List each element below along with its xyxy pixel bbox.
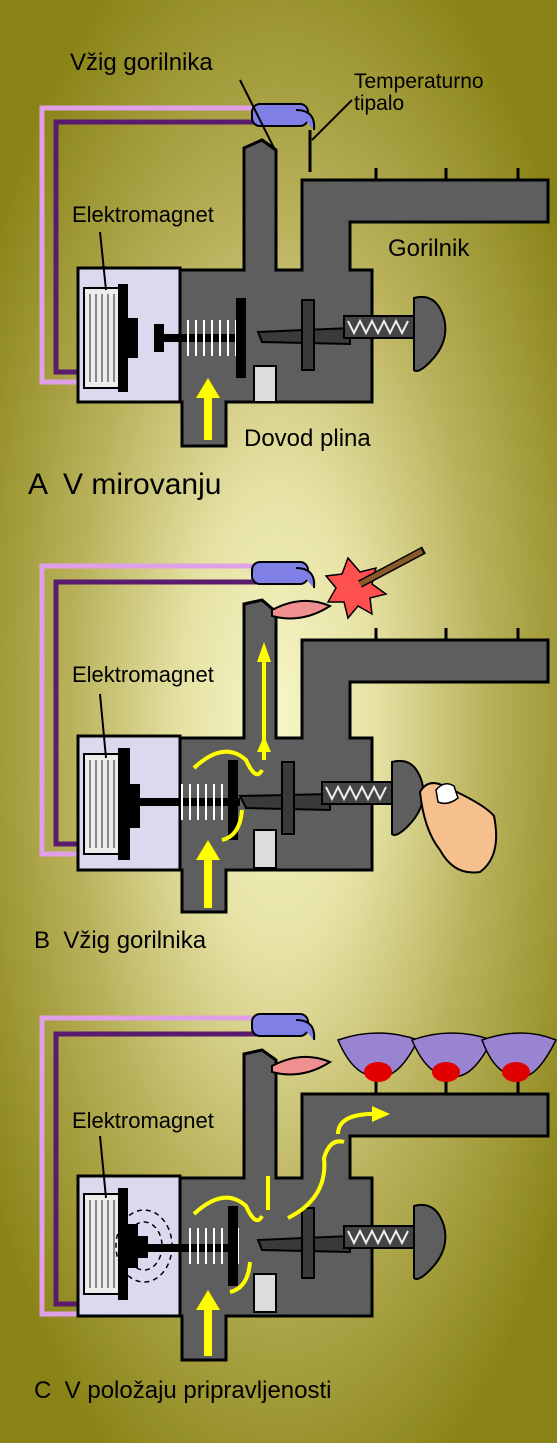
- valve-body: [178, 598, 550, 914]
- gas-arrow: [196, 378, 220, 440]
- gas-arrow: [196, 1290, 220, 1356]
- spring: [187, 319, 237, 357]
- valve-body: [178, 138, 550, 448]
- thermocouple: [251, 1013, 316, 1041]
- electromagnet-label: Elektromagnet: [72, 1108, 214, 1133]
- coil: [83, 753, 121, 855]
- knob-spring: [343, 1225, 415, 1249]
- gas-arrow: [196, 840, 220, 908]
- panel-c: Elektromagnet C V položaju pripravljenos…: [34, 1013, 557, 1404]
- valve-body: [178, 1048, 550, 1362]
- control-knob: [413, 1204, 447, 1280]
- wires: [39, 563, 258, 857]
- panel-c-caption: C V položaju pripravljenosti: [34, 1377, 331, 1404]
- panel-a: Vžig gorilnika Temperaturno tipalo Elekt…: [28, 49, 550, 501]
- knob-spring: [343, 315, 415, 339]
- sensor-label-line2: tipalo: [354, 92, 404, 115]
- match: [358, 548, 424, 587]
- burner-label: Gorilnik: [388, 235, 470, 262]
- panel-b-caption: B Vžig gorilnika: [34, 927, 207, 954]
- coil: [83, 1193, 121, 1295]
- thermocouple: [251, 103, 316, 131]
- knob-spring: [321, 781, 393, 805]
- panel-a-caption: A V mirovanju: [28, 468, 221, 501]
- ignition-label: Vžig gorilnika: [70, 49, 213, 76]
- sensor-label-line1: Temperaturno: [354, 70, 484, 93]
- wires: [39, 105, 258, 385]
- spring: [181, 783, 231, 821]
- control-knob: [413, 296, 447, 372]
- control-knob: [391, 760, 425, 836]
- wires: [39, 1015, 258, 1317]
- coil: [83, 287, 121, 389]
- gas-supply-label: Dovod plina: [244, 425, 371, 452]
- pilot-flame: [271, 599, 333, 620]
- electromagnet-label: Elektromagnet: [72, 662, 214, 687]
- spark: [324, 556, 388, 620]
- burner-flames: [336, 1032, 557, 1082]
- thermocouple: [251, 561, 316, 589]
- panel-b: Elektromagnet B Vžig gorilnika: [34, 546, 550, 954]
- pilot-flame: [271, 1055, 333, 1076]
- electromagnet-label: Elektromagnet: [72, 202, 214, 227]
